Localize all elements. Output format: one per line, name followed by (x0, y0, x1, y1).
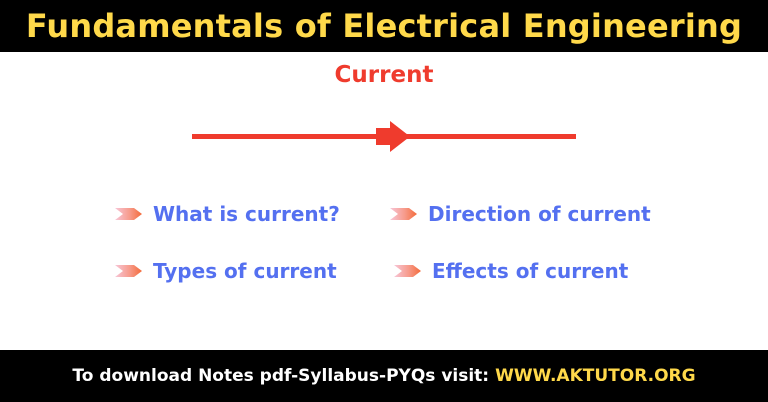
topic-label: Effects of current (432, 259, 629, 283)
footer-text: To download Notes pdf-Syllabus-PYQs visi… (72, 366, 490, 386)
page-title: Fundamentals of Electrical Engineering (25, 7, 743, 45)
chevron-arrow-icon (394, 265, 421, 277)
list-item: Effects of current (394, 256, 628, 286)
topic-label: Direction of current (428, 202, 651, 226)
header-bar: Fundamentals of Electrical Engineering (0, 0, 768, 52)
footer-bar: To download Notes pdf-Syllabus-PYQs visi… (0, 350, 768, 402)
footer-link[interactable]: WWW.AKTUTOR.ORG (495, 366, 696, 386)
chevron-arrow-icon (115, 208, 142, 220)
subject-title: Current (334, 62, 434, 88)
chevron-arrow-icon (390, 208, 417, 220)
list-item: Direction of current (390, 199, 651, 229)
arrow-right-icon (192, 121, 576, 152)
list-item: Types of current (115, 256, 337, 286)
topic-label: Types of current (153, 259, 337, 283)
list-item: What is current? (115, 199, 340, 229)
topic-label: What is current? (153, 202, 340, 226)
chevron-arrow-icon (115, 265, 142, 277)
